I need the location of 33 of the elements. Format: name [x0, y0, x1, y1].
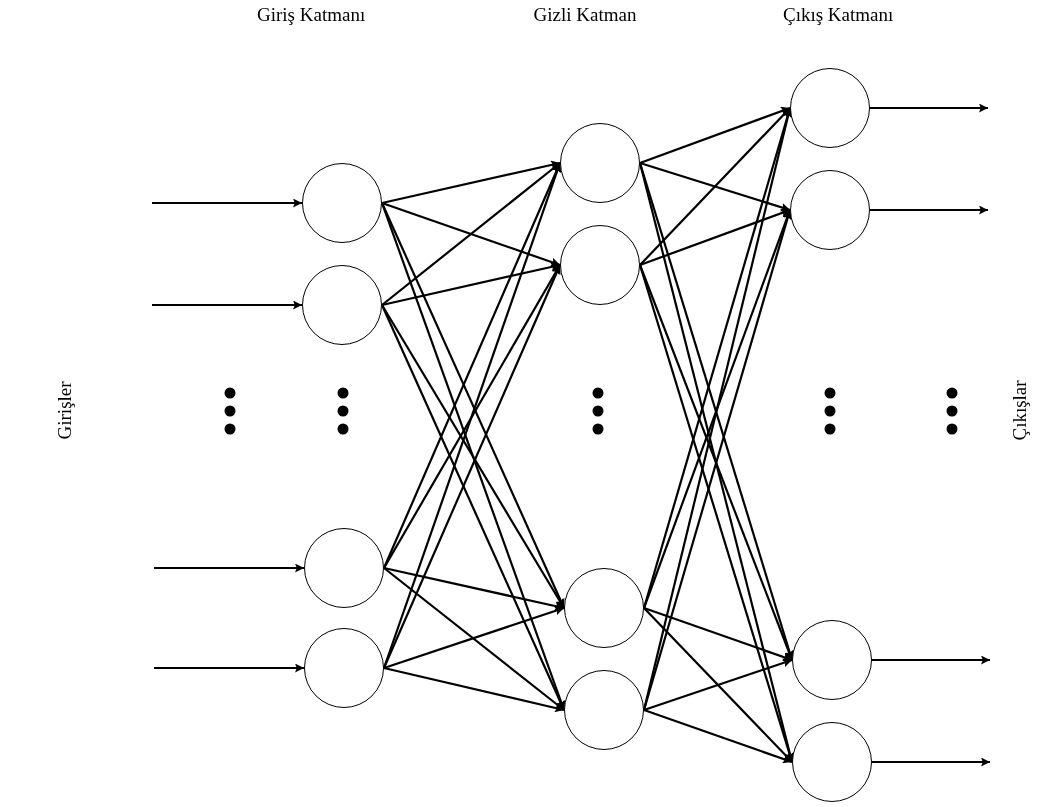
arrow: [381, 201, 561, 267]
layer-heading: Gizli Katman: [533, 4, 637, 26]
arrow: [872, 655, 990, 665]
arrow: [639, 161, 791, 212]
arrow: [870, 103, 988, 113]
axis-side-label: Girişler: [54, 380, 76, 439]
arrow: [643, 658, 793, 712]
arrow: [643, 606, 793, 662]
arrow: [383, 666, 565, 713]
arrow: [383, 566, 565, 611]
arrow: [383, 567, 565, 711]
arrow: [642, 209, 792, 609]
arrow: [872, 757, 990, 767]
arrow: [381, 160, 561, 205]
arrow: [639, 208, 791, 267]
arrow: [643, 607, 793, 763]
arrow: [643, 708, 793, 764]
arrow: [381, 262, 561, 307]
arrow: [870, 205, 988, 215]
arrow: [154, 563, 304, 573]
arrow: [154, 663, 304, 673]
axis-side-label: Çıkışlar: [1009, 379, 1031, 441]
arrow: [383, 264, 561, 569]
arrow: [381, 304, 565, 609]
arrow: [381, 162, 561, 306]
arrow: [152, 198, 302, 208]
arrow: [639, 107, 791, 266]
layer-heading: Giriş Katmanı: [257, 4, 366, 26]
arrow: [642, 209, 792, 711]
arrow: [152, 300, 302, 310]
layer-heading: Çıkış Katmanı: [783, 4, 894, 26]
arrow: [639, 106, 791, 165]
arrow: [383, 606, 565, 670]
